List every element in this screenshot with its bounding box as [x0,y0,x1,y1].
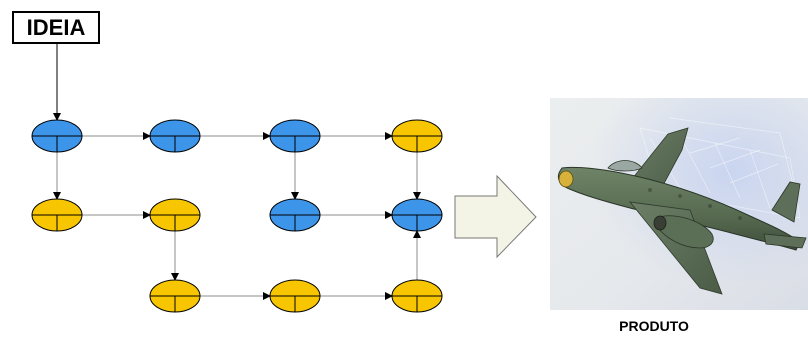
idea-label: IDEIA [26,14,86,40]
process-node-r2c2 [149,198,201,232]
process-node-r2c4 [391,198,443,232]
transformation-arrow [454,174,537,259]
process-node-r1c3 [269,119,321,153]
process-node-r3c2 [149,279,201,313]
process-node-r1c1 [31,119,83,153]
process-node-r3c4 [391,279,443,313]
process-node-r3c3 [269,279,321,313]
fighter-jet-aircraft-illustration [550,98,808,310]
idea-box: IDEIA [12,11,100,44]
product-image [550,98,808,310]
process-node-r1c2 [149,119,201,153]
product-label: PRODUTO [619,318,689,334]
process-node-r1c4 [391,119,443,153]
process-node-r2c1 [31,198,83,232]
process-node-r2c3 [269,198,321,232]
